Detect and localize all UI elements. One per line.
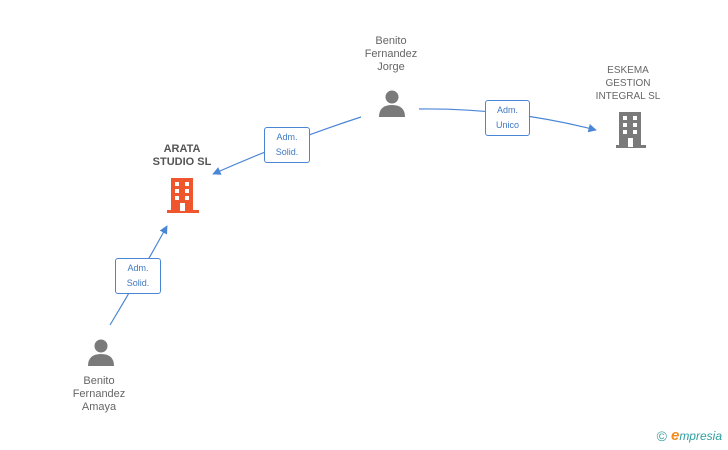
edge-label-amaya-arata[interactable]: Adm. Solid. [115, 258, 161, 294]
edge-label-jorge-arata[interactable]: Adm. Solid. [264, 127, 310, 163]
building-icon[interactable] [614, 112, 648, 148]
person-icon[interactable] [86, 338, 116, 368]
node-label-arata-studio[interactable]: ARATA STUDIO SL [152, 143, 212, 168]
brand-logo[interactable]: © empresia [657, 427, 722, 444]
node-label-benito-fernandez-amaya[interactable]: Benito Fernandez Amaya [72, 375, 126, 413]
building-icon[interactable] [166, 178, 200, 214]
edge-label-jorge-eskema[interactable]: Adm. Unico [485, 100, 530, 136]
brand-initial: e [670, 427, 680, 444]
person-icon[interactable] [377, 89, 407, 119]
node-label-eskema-gestion-integral[interactable]: ESKEMA GESTION INTEGRAL SL [595, 65, 661, 102]
brand-name: mpresia [679, 429, 722, 443]
copyright-symbol: © [656, 427, 667, 444]
node-label-benito-fernandez-jorge[interactable]: Benito Fernandez Jorge [364, 35, 418, 73]
